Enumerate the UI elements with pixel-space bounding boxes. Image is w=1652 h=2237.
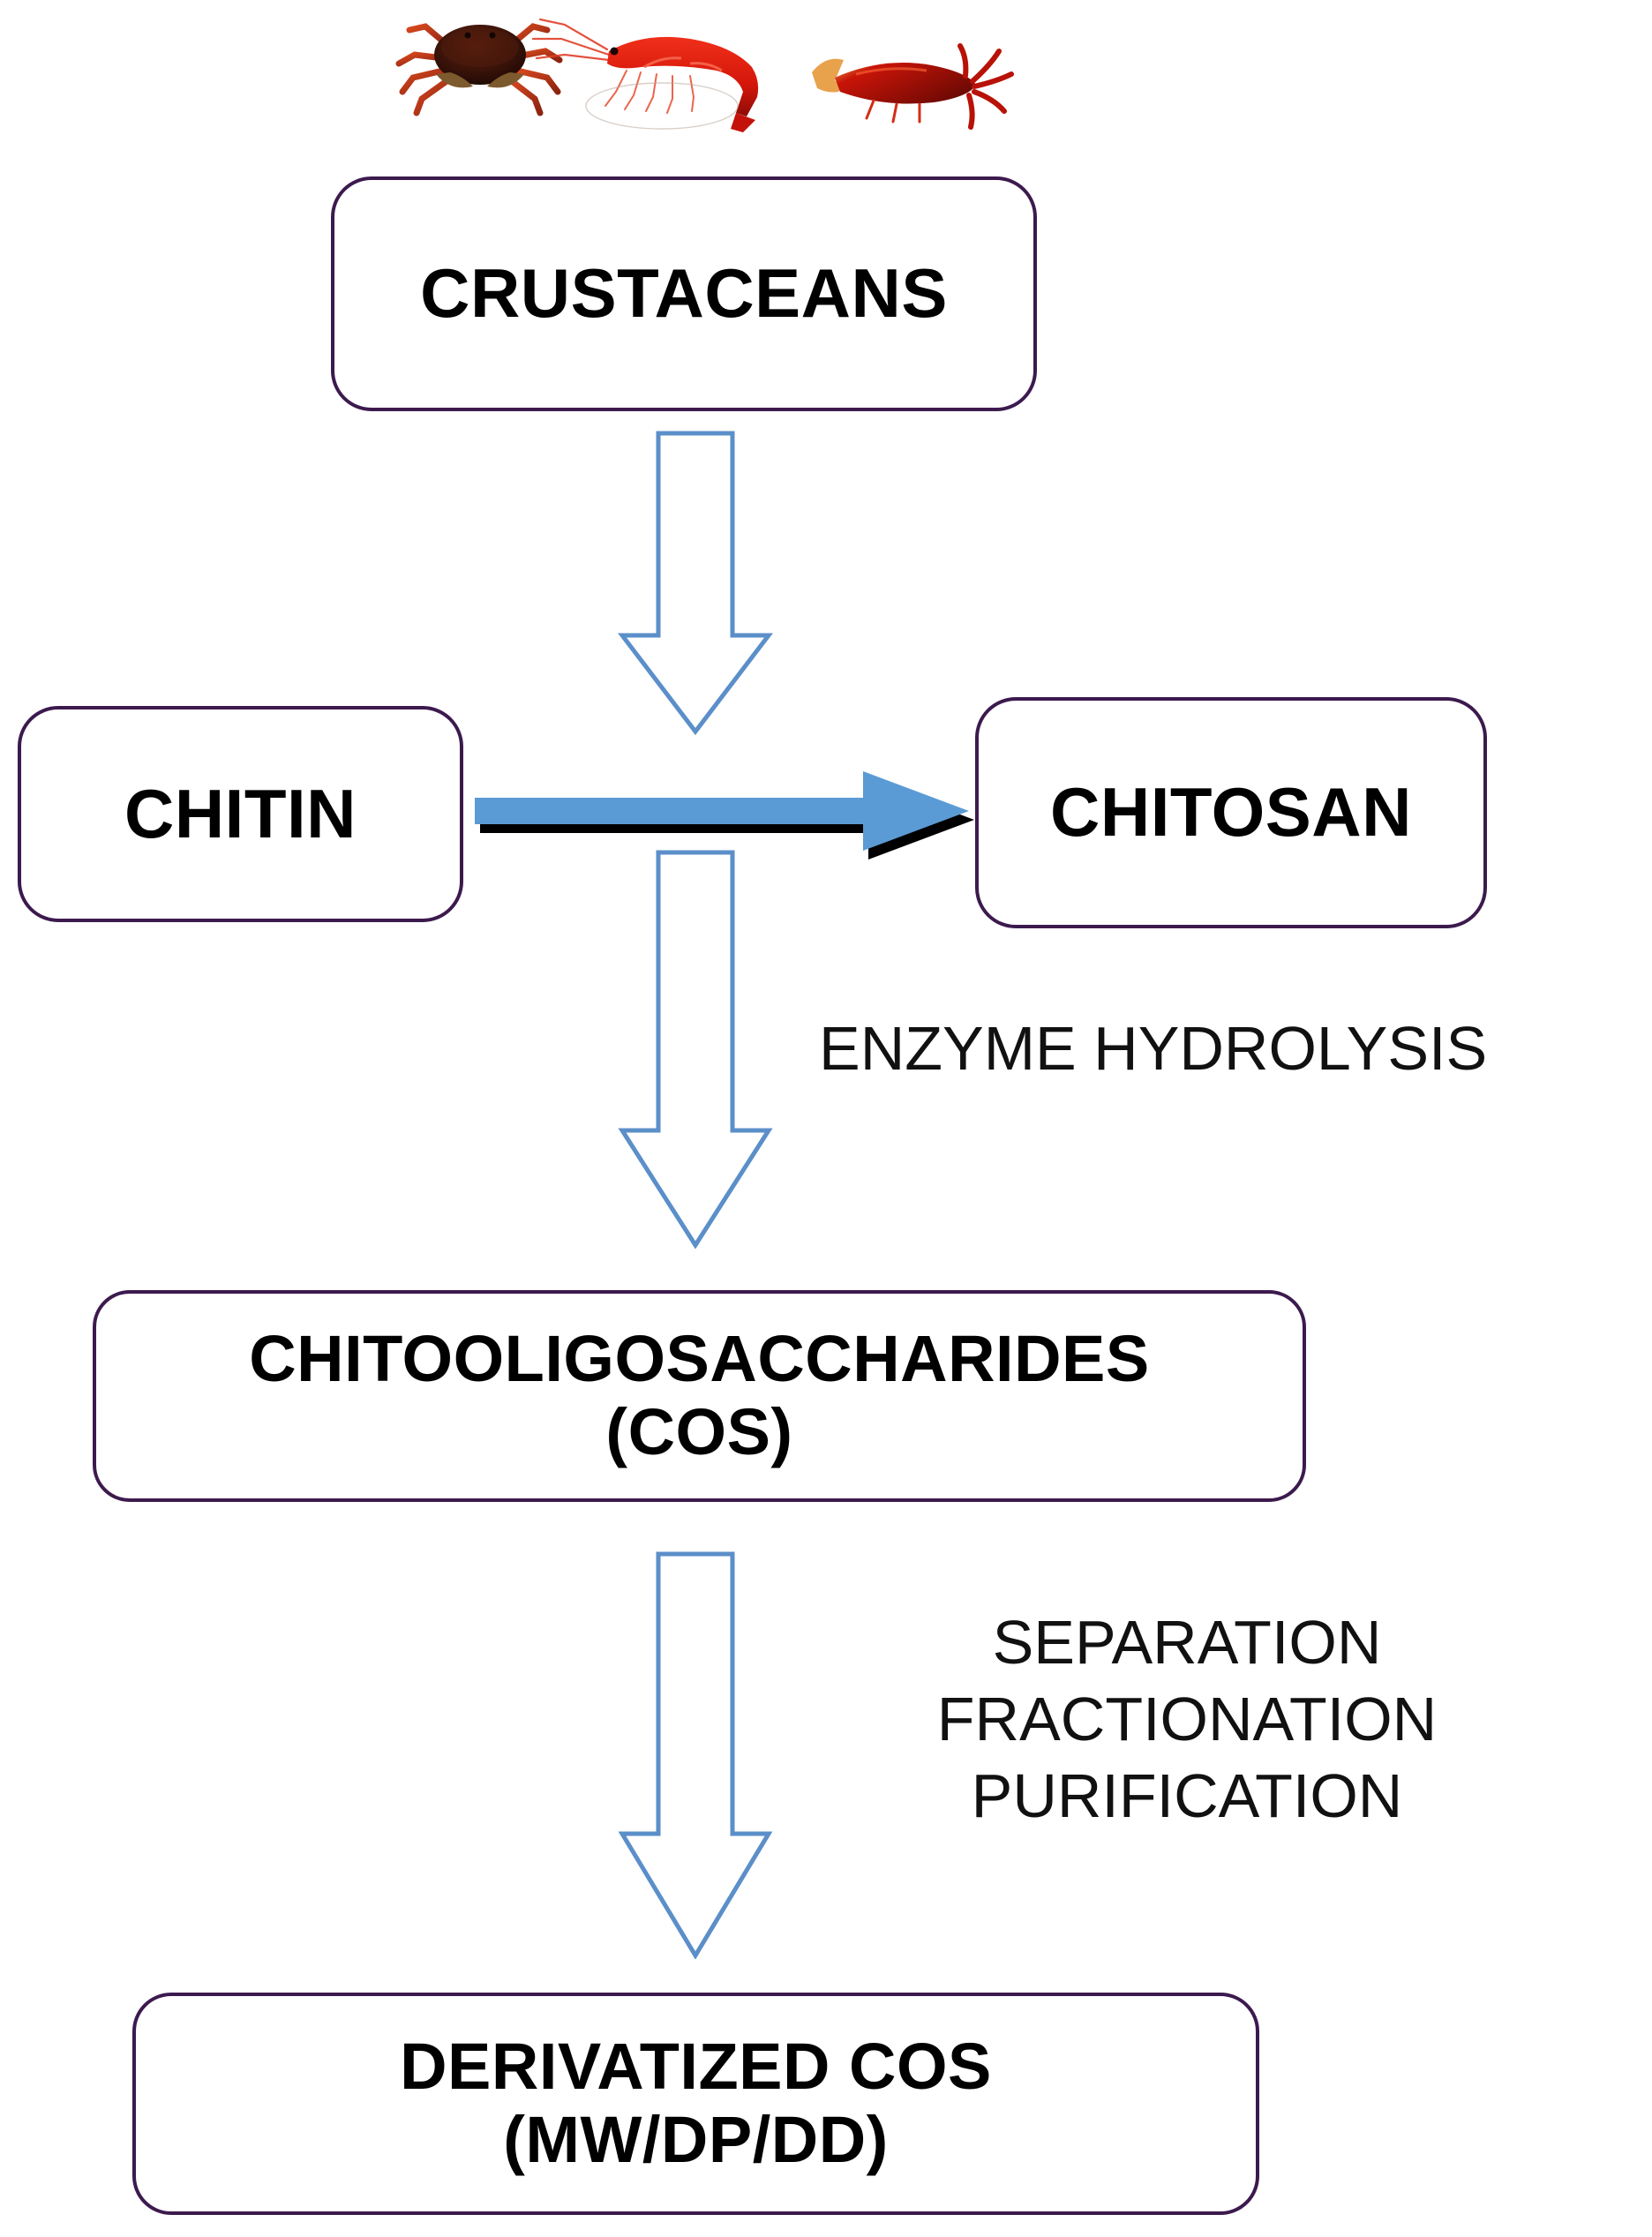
node-chitooligosaccharides-label: CHITOOLIGOSACCHARIDES (COS) [249,1322,1150,1468]
crab-icon [395,23,563,116]
node-chitooligosaccharides[interactable]: CHITOOLIGOSACCHARIDES (COS) [93,1290,1306,1502]
node-chitosan[interactable]: CHITOSAN [975,697,1487,928]
node-derivatized-cos[interactable]: DERIVATIZED COS (MW/DP/DD) [132,1993,1259,2215]
shrimp-icon [531,18,759,132]
node-derivatized-cos-label: DERIVATIZED COS (MW/DP/DD) [400,2030,992,2176]
node-chitin-label: CHITIN [124,774,357,852]
arrow-cos-to-derivatized [618,1551,773,1959]
prawn-icon [812,43,1014,130]
crustacean-image-strip [344,0,1015,141]
edge-label-separation-steps: SEPARATION FRACTIONATION PURIFICATION [936,1608,1438,1830]
arrow-chitin-to-chitosan [475,768,987,869]
node-chitin[interactable]: CHITIN [18,706,463,922]
node-chitosan-label: CHITOSAN [1050,773,1412,852]
arrow-chitin-to-cos [618,850,773,1249]
edge-label-enzyme-hydrolysis: ENZYME HYDROLYSIS [819,1014,1488,1083]
node-crustaceans-label: CRUSTACEANS [420,254,948,333]
arrow-crustaceans-to-chitin [618,431,773,735]
node-crustaceans[interactable]: CRUSTACEANS [331,176,1037,411]
